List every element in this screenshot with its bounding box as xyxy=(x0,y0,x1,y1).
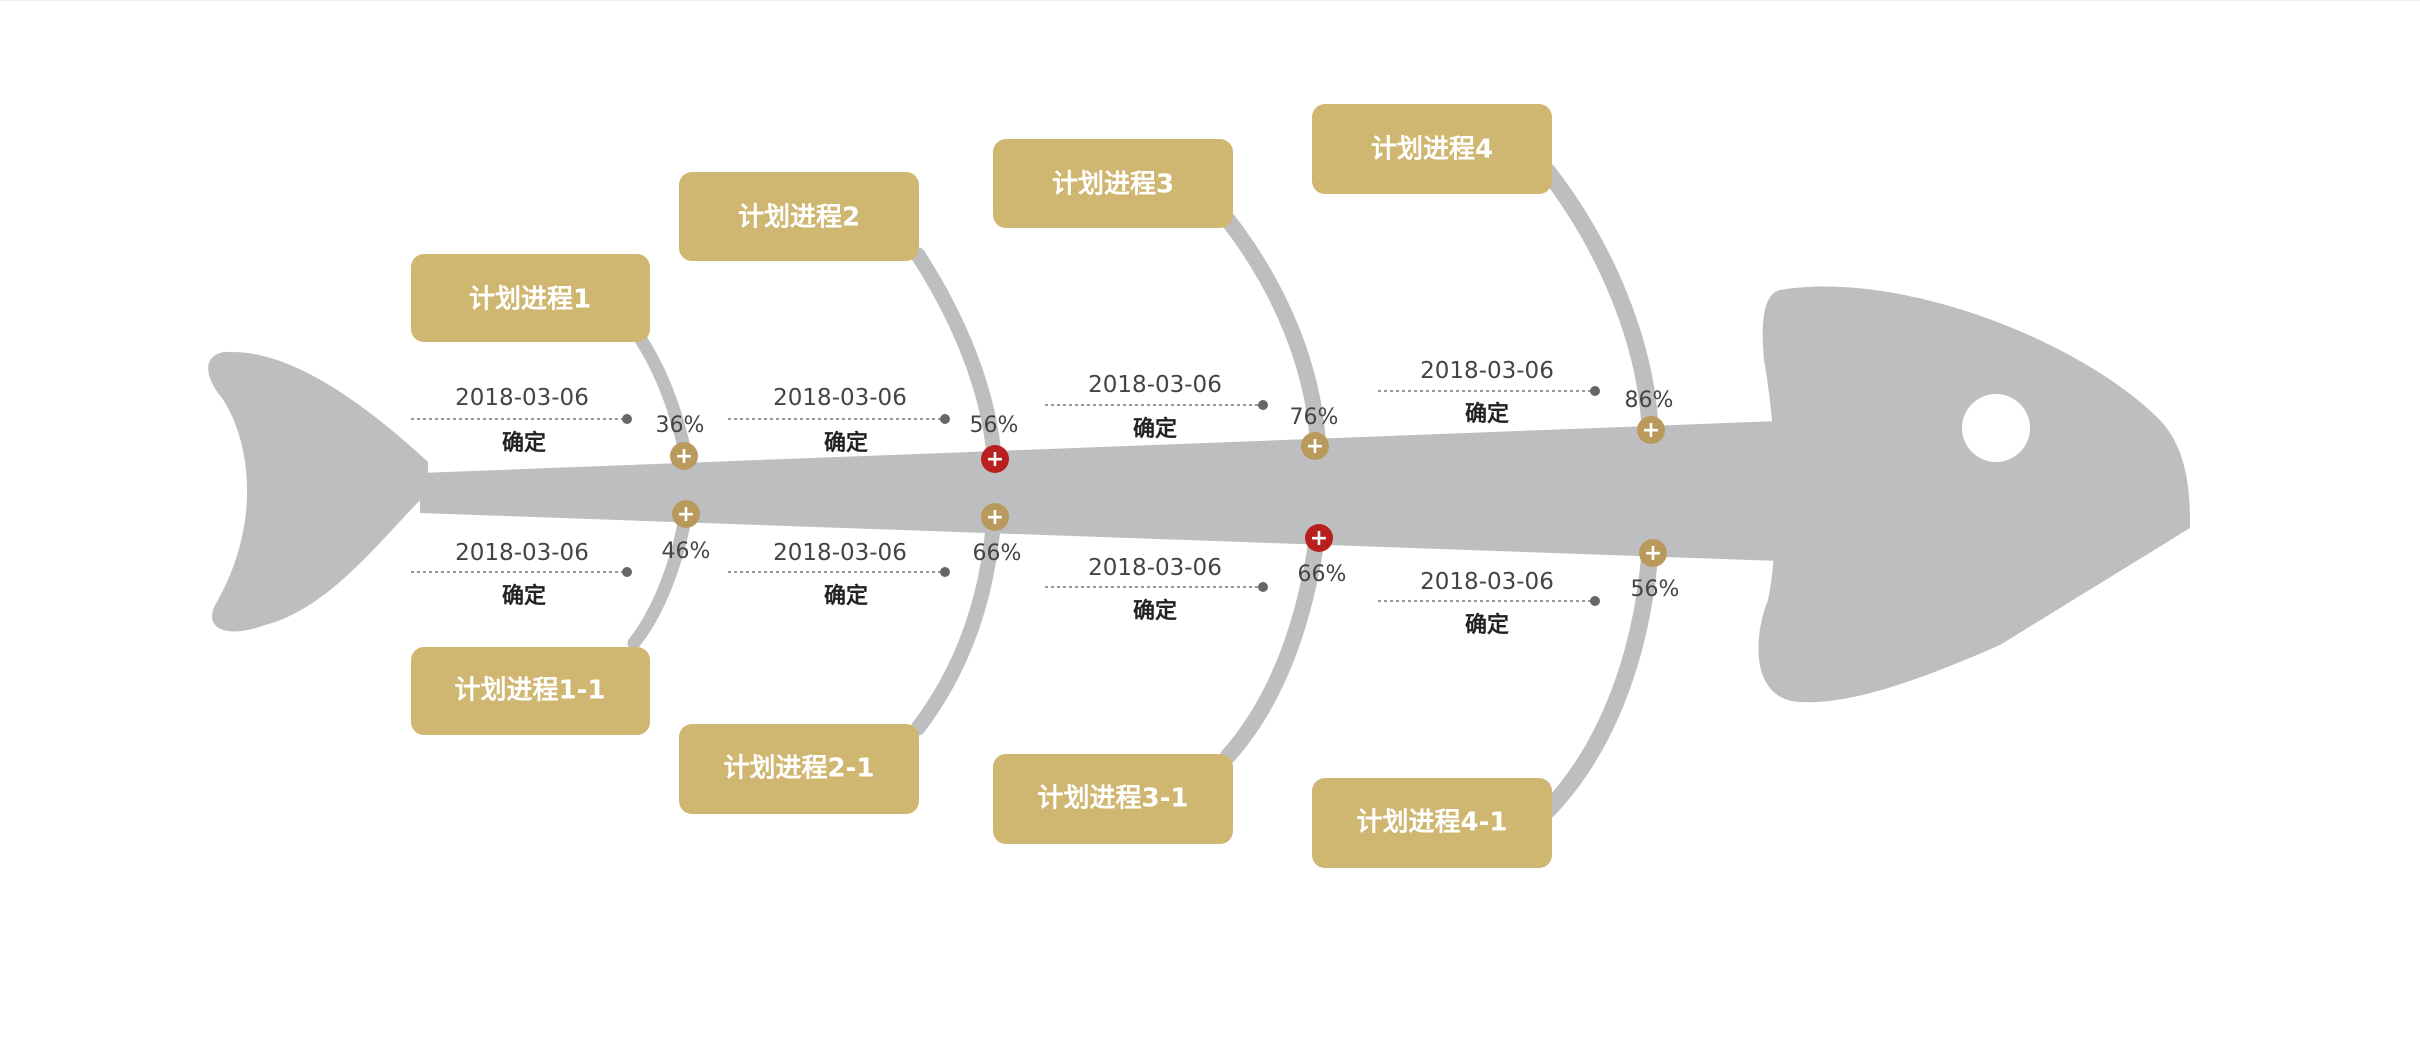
connector-dot xyxy=(940,414,950,424)
expand-button[interactable]: + xyxy=(1639,539,1667,567)
fish-head xyxy=(1758,286,2190,703)
plus-glyph: + xyxy=(1310,526,1328,551)
plus-glyph: + xyxy=(1642,418,1660,443)
rib-3-lower xyxy=(1220,522,1326,764)
branch-1-upper: 计划进程1 2018-03-06 确定 36% + xyxy=(411,254,704,470)
confirm-text: 确定 xyxy=(824,583,868,609)
plus-glyph: + xyxy=(675,444,693,469)
plus-icon xyxy=(1639,539,1667,567)
confirm-text: 确定 xyxy=(1133,416,1177,442)
connector-dot xyxy=(622,414,632,424)
expand-button[interactable]: + xyxy=(1637,416,1665,444)
expand-button[interactable]: + xyxy=(981,445,1009,473)
process-box[interactable] xyxy=(411,647,650,735)
plus-icon xyxy=(981,503,1009,531)
percent-text: 46% xyxy=(662,539,711,564)
process-box[interactable] xyxy=(679,724,919,814)
date-text: 2018-03-06 xyxy=(773,385,907,411)
date-text: 2018-03-06 xyxy=(1088,372,1222,398)
plus-icon xyxy=(1301,432,1329,460)
plus-glyph: + xyxy=(1644,541,1662,566)
date-text: 2018-03-06 xyxy=(1088,555,1222,581)
fish-tail xyxy=(208,351,428,632)
fish-spine xyxy=(420,421,1780,561)
confirm-text: 确定 xyxy=(1133,598,1177,624)
process-label: 计划进程4-1 xyxy=(1357,808,1508,838)
process-box[interactable] xyxy=(993,139,1233,228)
process-box[interactable] xyxy=(1312,104,1552,194)
plus-icon xyxy=(1305,524,1333,552)
process-label: 计划进程2-1 xyxy=(724,754,875,784)
percent-text: 66% xyxy=(973,541,1022,566)
branch-1-lower: 计划进程1-1 2018-03-06 确定 46% + xyxy=(411,500,710,735)
confirm-text: 确定 xyxy=(502,430,546,456)
plus-icon xyxy=(670,442,698,470)
date-text: 2018-03-06 xyxy=(1420,358,1554,384)
confirm-text: 确定 xyxy=(502,583,546,609)
process-label: 计划进程1-1 xyxy=(455,676,606,706)
date-text: 2018-03-06 xyxy=(1420,569,1554,595)
percent-text: 36% xyxy=(656,413,705,438)
percent-text: 86% xyxy=(1625,388,1674,413)
connector-dot xyxy=(1258,400,1268,410)
connector-dot xyxy=(1590,386,1600,396)
plus-glyph: + xyxy=(1306,434,1324,459)
branch-3-upper: 计划进程3 2018-03-06 确定 76% + xyxy=(993,139,1338,460)
fish-eye xyxy=(1962,394,2030,462)
percent-text: 56% xyxy=(1631,577,1680,602)
rib-2-upper xyxy=(910,247,1002,463)
confirm-text: 确定 xyxy=(1465,612,1509,638)
confirm-text: 确定 xyxy=(1465,401,1509,427)
branch-4-upper: 计划进程4 2018-03-06 确定 86% + xyxy=(1312,104,1673,444)
plus-icon xyxy=(1637,416,1665,444)
expand-button[interactable]: + xyxy=(1305,524,1333,552)
process-label: 计划进程3-1 xyxy=(1038,784,1189,814)
plus-icon xyxy=(672,500,700,528)
rib-3-upper xyxy=(1220,212,1326,453)
process-box[interactable] xyxy=(679,172,919,261)
expand-button[interactable]: + xyxy=(670,442,698,470)
expand-button[interactable]: + xyxy=(1301,432,1329,460)
process-label: 计划进程3 xyxy=(1052,170,1174,200)
plus-icon xyxy=(981,445,1009,473)
process-label: 计划进程4 xyxy=(1371,135,1493,165)
connector-dot xyxy=(940,567,950,577)
percent-text: 66% xyxy=(1298,562,1347,587)
plus-glyph: + xyxy=(986,505,1004,530)
rib-1-lower xyxy=(627,506,693,650)
connector-dot xyxy=(1258,582,1268,592)
percent-text: 56% xyxy=(970,413,1019,438)
date-text: 2018-03-06 xyxy=(773,540,907,566)
process-label: 计划进程2 xyxy=(738,203,860,233)
branch-3-lower: 计划进程3-1 2018-03-06 确定 66% + xyxy=(993,524,1346,844)
confirm-text: 确定 xyxy=(824,430,868,456)
connector-dot xyxy=(622,567,632,577)
top-divider xyxy=(0,0,2420,1)
rib-1-upper xyxy=(633,331,693,463)
branch-4-lower: 计划进程4-1 2018-03-06 确定 56% + xyxy=(1312,539,1679,868)
rib-4-lower xyxy=(1539,543,1659,819)
process-label: 计划进程1 xyxy=(469,285,591,315)
expand-button[interactable]: + xyxy=(672,500,700,528)
connector-dot xyxy=(1590,596,1600,606)
process-box[interactable] xyxy=(411,254,650,342)
rib-4-upper xyxy=(1539,163,1659,437)
rib-2-lower xyxy=(910,508,1002,736)
plus-glyph: + xyxy=(986,447,1004,472)
branch-2-lower: 计划进程2-1 2018-03-06 确定 66% + xyxy=(679,503,1021,814)
date-text: 2018-03-06 xyxy=(455,385,589,411)
process-box[interactable] xyxy=(1312,778,1552,868)
branch-2-upper: 计划进程2 2018-03-06 确定 56% + xyxy=(679,172,1018,473)
percent-text: 76% xyxy=(1290,405,1339,430)
plus-glyph: + xyxy=(677,502,695,527)
process-box[interactable] xyxy=(993,754,1233,844)
date-text: 2018-03-06 xyxy=(455,540,589,566)
expand-button[interactable]: + xyxy=(981,503,1009,531)
